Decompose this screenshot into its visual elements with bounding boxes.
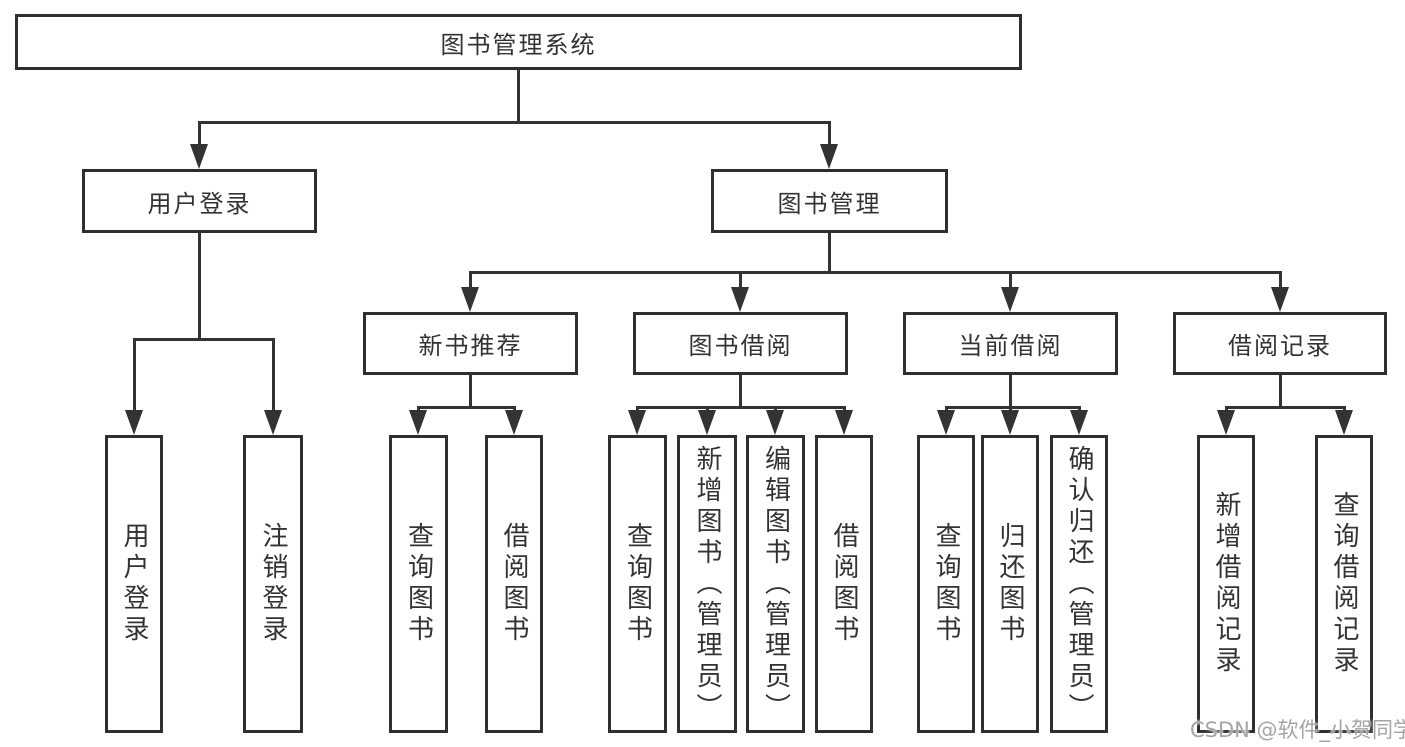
leaf-bb-edit-books-admin: 编辑图书（管理员） [746, 435, 805, 733]
connector-arrow [835, 410, 853, 435]
connector-line [198, 121, 201, 149]
connector-line [828, 121, 831, 149]
node-label: 图书管理系统 [440, 30, 597, 59]
leaf-bb-add-books-admin: 新增图书（管理员） [677, 435, 737, 733]
leaf-label: 编辑图书（管理员） [760, 444, 791, 724]
connector-arrow [264, 410, 282, 435]
connector-arrow [628, 410, 646, 435]
connector-arrow [125, 410, 143, 435]
connector-line [1009, 375, 1012, 408]
connector-line [945, 406, 1081, 409]
leaf-label: 借阅图书 [829, 522, 859, 646]
connector-line [1279, 375, 1282, 408]
leaf-label: 用户登录 [119, 522, 149, 646]
leaf-nb-query-books: 查询图书 [389, 435, 448, 733]
leaf-nb-borrow-books: 借阅图书 [485, 435, 543, 733]
connector-line [417, 406, 516, 409]
leaf-bb-query-books: 查询图书 [608, 435, 667, 733]
leaf-label: 查询借阅记录 [1329, 491, 1359, 677]
connector-line [133, 338, 136, 415]
connector-line [828, 233, 831, 273]
connector-line [1009, 271, 1012, 291]
connector-line [198, 233, 201, 340]
leaf-bb-borrow-books: 借阅图书 [815, 435, 873, 733]
leaf-label: 查询图书 [931, 522, 961, 646]
node-current-borrowing: 当前借阅 [903, 312, 1118, 375]
connector-arrow [766, 410, 784, 435]
connector-line [469, 375, 472, 408]
connector-line [517, 70, 520, 123]
leaf-label: 归还图书 [995, 522, 1025, 646]
connector-line [739, 271, 742, 291]
leaf-cb-confirm-return-admin: 确认归还（管理员） [1050, 435, 1108, 733]
leaf-br-query-record: 查询借阅记录 [1315, 435, 1373, 733]
node-root: 图书管理系统 [15, 14, 1022, 70]
node-label: 图书借阅 [688, 332, 793, 360]
node-book-management: 图书管理 [711, 169, 948, 233]
leaf-label: 新增借阅记录 [1211, 491, 1241, 677]
leaf-cb-query-books: 查询图书 [917, 435, 975, 733]
connector-line [198, 121, 831, 124]
connector-line [1279, 271, 1282, 291]
connector-line [636, 406, 846, 409]
watermark: CSDN @软件_小贺同学 [1190, 718, 1405, 742]
connector-arrow [409, 410, 427, 435]
node-new-book-recommendation: 新书推荐 [363, 312, 578, 375]
node-borrowing-records: 借阅记录 [1173, 312, 1387, 375]
connector-arrow [1070, 410, 1088, 435]
connector-line [469, 271, 472, 291]
connector-arrow [1001, 287, 1019, 312]
connector-arrow [820, 144, 838, 169]
connector-line [1225, 406, 1346, 409]
node-user-login: 用户登录 [82, 169, 317, 233]
connector-line [739, 375, 742, 408]
leaf-logout: 注销登录 [243, 435, 303, 733]
connector-line [272, 338, 275, 415]
node-book-borrowing: 图书借阅 [633, 312, 848, 375]
node-label: 图书管理 [777, 189, 882, 218]
leaf-label: 确认归还（管理员） [1064, 444, 1094, 724]
node-label: 当前借阅 [958, 332, 1063, 360]
connector-arrow [698, 410, 716, 435]
connector-arrow [461, 287, 479, 312]
node-label: 新书推荐 [418, 332, 523, 360]
leaf-label: 查询图书 [622, 522, 653, 646]
node-label: 借阅记录 [1228, 332, 1332, 360]
leaf-user-login: 用户登录 [105, 435, 163, 733]
leaf-cb-return-books: 归还图书 [981, 435, 1039, 733]
leaf-label: 查询图书 [403, 522, 434, 646]
connector-arrow [937, 410, 955, 435]
connector-arrow [190, 144, 208, 169]
connector-arrow [1335, 410, 1353, 435]
connector-line [133, 338, 275, 341]
connector-arrow [505, 410, 523, 435]
node-label: 用户登录 [147, 189, 252, 218]
connector-line [469, 271, 1282, 274]
connector-arrow [1001, 410, 1019, 435]
connector-arrow [731, 287, 749, 312]
connector-arrow [1217, 410, 1235, 435]
leaf-label: 新增图书（管理员） [692, 444, 722, 724]
leaf-br-add-record: 新增借阅记录 [1197, 435, 1255, 733]
connector-arrow [1271, 287, 1289, 312]
leaf-label: 注销登录 [258, 522, 288, 646]
leaf-label: 借阅图书 [499, 522, 529, 646]
